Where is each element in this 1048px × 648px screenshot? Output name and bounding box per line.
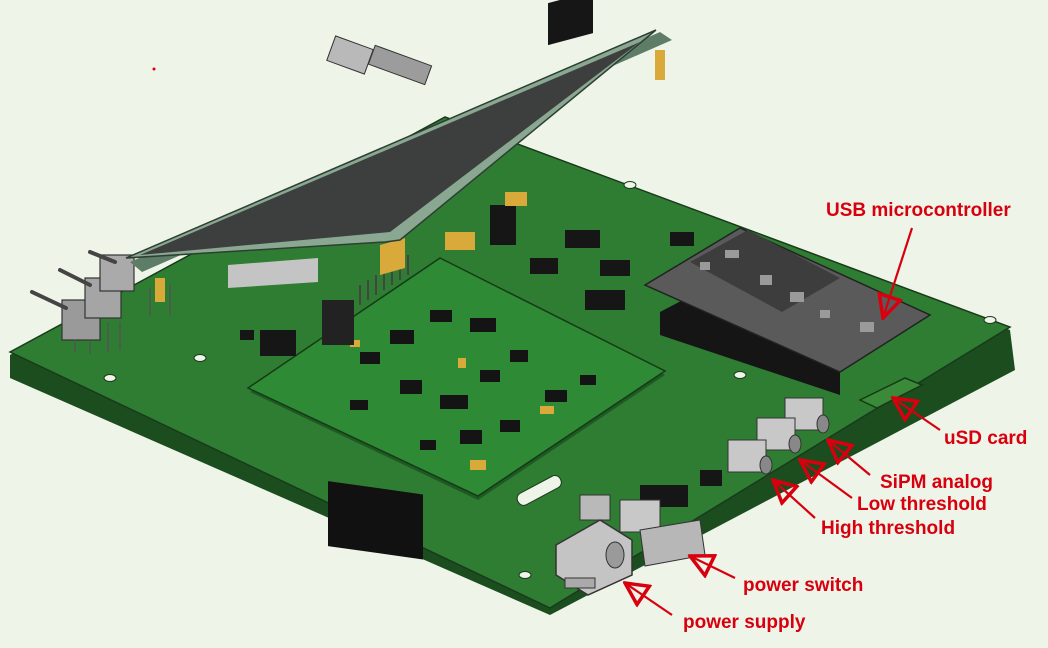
label-sipm-analog: SiPM analog <box>880 472 993 493</box>
main-board-components <box>240 0 722 507</box>
power-supply-jack <box>555 494 633 596</box>
arrow-low-threshold <box>800 460 853 499</box>
stray-dot <box>152 67 156 71</box>
label-power-supply: power supply <box>683 612 806 633</box>
arrow-sipm-analog <box>828 440 871 476</box>
label-usd-card: uSD card <box>944 428 1028 449</box>
usd-card-slot <box>858 377 924 409</box>
arrow-power-switch <box>690 556 736 579</box>
usb-microcontroller-module <box>643 227 932 395</box>
arrow-power-supply <box>625 583 673 616</box>
label-low-threshold: Low threshold <box>857 494 987 515</box>
label-power-switch: power switch <box>743 575 864 596</box>
lcd-display <box>125 29 672 302</box>
arrow-usb-microcontroller <box>883 227 914 318</box>
audio-jacks <box>727 397 830 475</box>
arrow-high-threshold <box>773 480 816 519</box>
capacitors <box>445 192 527 470</box>
label-usb-microcontroller: USB microcontroller <box>826 200 1011 221</box>
label-high-threshold: High threshold <box>821 518 956 539</box>
callout-arrows <box>625 227 941 616</box>
jack-high-threshold <box>727 439 773 475</box>
push-buttons <box>30 250 171 354</box>
arrow-usd-card <box>893 398 941 431</box>
jack-low-threshold <box>756 417 802 454</box>
